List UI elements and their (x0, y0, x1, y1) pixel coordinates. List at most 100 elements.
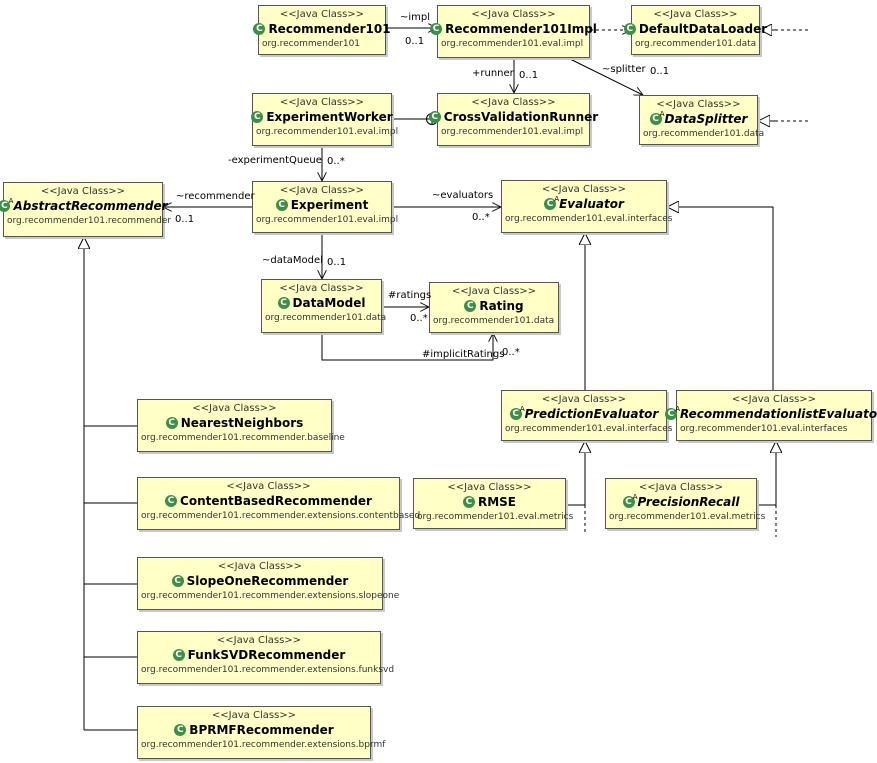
stereotype: <<Java Class>> (217, 561, 303, 572)
class-name: Rating (479, 299, 524, 313)
package-name: org.recommender101.data (635, 39, 757, 49)
stereotype: <<Java Class>> (279, 283, 364, 294)
label-evaluators-role: ~evaluators (432, 190, 494, 201)
class-name: DefaultDataLoader (638, 22, 768, 36)
class-name: RecommendationlistEvaluator (679, 407, 877, 421)
package-name: org.recommender101.data (643, 129, 765, 139)
label-recommender-mult: 0..1 (175, 214, 195, 225)
class-name: AbstractRecommender (13, 199, 168, 213)
package-name: org.recommender101.eval.metrics (417, 512, 574, 522)
class-icon: C (172, 649, 185, 661)
class-name: DataSplitter (664, 112, 748, 126)
label-evaluators-mult: 0..* (472, 212, 490, 223)
label-implicit-role: #implicitRatings (422, 349, 505, 360)
package-name: org.recommender101.eval.interfaces (505, 214, 673, 224)
package-name: org.recommender101.recommender.baseline (141, 433, 345, 443)
package-name: org.recommender101 (262, 39, 361, 49)
stereotype: <<Java Class>> (447, 482, 532, 493)
class-name: Recommender101 (268, 22, 391, 36)
package-name: org.recommender101.eval.metrics (609, 512, 766, 522)
class-name: Recommender101Impl (445, 22, 597, 36)
label-splitter-role: ~splitter (602, 64, 646, 75)
stereotype: <<Java Class>> (471, 97, 556, 108)
stereotype: <<Java Class>> (192, 403, 277, 414)
class-name: DataModel (292, 296, 366, 310)
class-icon: C (623, 23, 636, 35)
stereotype: <<Java Class>> (471, 9, 556, 20)
package-name: org.recommender101.eval.impl (441, 39, 584, 49)
class-icon: C (275, 199, 288, 211)
stereotype: <<Java Class>> (279, 9, 365, 20)
class-name: BPRMFRecommender (189, 723, 334, 737)
label-runner-role: +runner (472, 68, 514, 79)
label-queue-role: -experimentQueue (228, 155, 322, 166)
class-name: ContentBasedRecommender (180, 494, 372, 508)
label-queue-mult: 0..* (327, 156, 345, 167)
package-name: org.recommender101.data (433, 316, 555, 326)
gen-reclist-evaluator (680, 206, 774, 390)
label-splitter-mult: 0..1 (650, 66, 670, 77)
stereotype: <<Java Class>> (731, 394, 817, 405)
class-icon: C (464, 300, 477, 312)
label-implicit-mult: 0..* (502, 347, 520, 358)
package-name: org.recommender101.eval.impl (256, 215, 399, 225)
stereotype: <<Java Class>> (653, 9, 738, 20)
package-name: org.recommender101.recommender.extension… (141, 511, 421, 521)
package-name: org.recommender101.recommender (7, 216, 172, 226)
assoc-splitter (567, 57, 643, 95)
class-name: PrecisionRecall (637, 495, 740, 509)
class-icon: C (428, 111, 441, 123)
label-ratings-mult: 0..* (410, 313, 428, 324)
class-name: CrossValidationRunner (443, 110, 599, 124)
stereotype: <<Java Class>> (40, 186, 126, 197)
stereotype: <<Java Class>> (656, 99, 741, 110)
class-name: SlopeOneRecommender (186, 574, 349, 588)
label-impl-role: ~impl (400, 12, 431, 23)
assoc-implicit (321, 333, 494, 361)
stereotype: <<Java Class>> (279, 185, 365, 196)
class-icon: C (165, 495, 178, 507)
stereotype: <<Java Class>> (226, 481, 311, 492)
package-name: org.recommender101.recommender.extension… (141, 591, 400, 601)
class-name: Evaluator (559, 197, 624, 211)
package-name: org.recommender101.eval.interfaces (505, 424, 673, 434)
class-name: Experiment (290, 198, 369, 212)
stereotype: <<Java Class>> (216, 635, 302, 646)
class-icon: C (253, 23, 266, 35)
package-name: org.recommender101.eval.interfaces (680, 424, 848, 434)
package-name: org.recommender101.eval.impl (441, 127, 584, 137)
class-icon: C (277, 297, 290, 309)
class-name: RMSE (477, 495, 517, 509)
class-icon: C (430, 23, 443, 35)
stereotype: <<Java Class>> (541, 184, 627, 195)
label-recommender-role: ~recommender (176, 191, 255, 202)
stereotype: <<Java Class>> (451, 286, 537, 297)
package-name: org.recommender101.recommender.extension… (141, 665, 395, 675)
label-impl-mult: 0..1 (405, 36, 425, 47)
label-runner-mult: 0..1 (519, 70, 539, 81)
